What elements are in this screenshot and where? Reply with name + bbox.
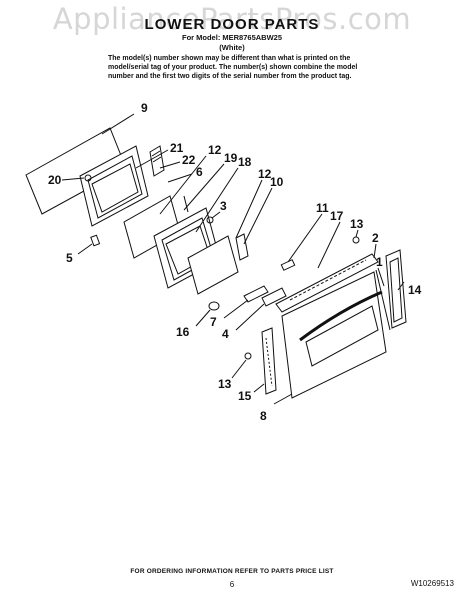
callout-label: 22 (182, 153, 196, 167)
document-part-number: W10269513 (410, 579, 454, 588)
screw-part (84, 174, 92, 182)
callout-label: 11 (316, 201, 329, 215)
screw-part (244, 352, 252, 360)
callout-label: 2 (372, 231, 379, 245)
callout-label: 17 (330, 209, 344, 223)
side-vent-part (389, 257, 403, 323)
callout-label: 14 (408, 283, 422, 297)
model-line: For Model: MER8765ABW25 (181, 33, 283, 42)
callout-label: 9 (141, 101, 148, 115)
callout-label: 15 (238, 389, 252, 403)
callout-label: 16 (176, 325, 190, 339)
page-title: LOWER DOOR PARTS (144, 16, 320, 33)
color-line: (White) (219, 43, 245, 52)
clip-part (90, 234, 101, 247)
door-strip-part (235, 233, 249, 261)
callout-label: 21 (170, 141, 184, 155)
callout-label: 20 (48, 173, 62, 187)
bracket-part (261, 287, 287, 307)
outer-door-panel-part (281, 271, 387, 399)
ordering-note: FOR ORDERING INFORMATION REFER TO PARTS … (130, 568, 334, 575)
screw-part (352, 236, 360, 244)
callout-label: 5 (66, 251, 73, 265)
vent-trim-part (275, 253, 379, 313)
hinge-part (149, 145, 165, 177)
screw-part (206, 216, 214, 224)
notice-line: The model(s) number shown may be differe… (108, 55, 351, 62)
callout-label: 3 (220, 199, 227, 213)
lower-vent-part (261, 327, 277, 395)
callout-label: 12 (258, 167, 272, 181)
callout-label: 1 (376, 255, 383, 269)
callout-label: 13 (218, 377, 232, 391)
callout-label: 19 (224, 151, 238, 165)
callout-label: 6 (196, 165, 203, 179)
door-handle-part (299, 290, 383, 342)
callout-label: 8 (260, 409, 267, 423)
magnet-part (208, 301, 220, 311)
page-number: 6 (229, 580, 235, 589)
callout-label: 18 (238, 155, 252, 169)
callout-label: 4 (222, 327, 229, 341)
callout-label: 7 (210, 315, 217, 329)
callout-label: 12 (208, 143, 222, 157)
model-notice: The model(s) number shown may be differe… (108, 54, 370, 81)
hinge-part (280, 259, 296, 271)
callout-label: 13 (350, 217, 364, 231)
glass-pane-part (187, 235, 239, 295)
bracket-part (243, 285, 269, 303)
spacer-part (183, 195, 189, 213)
notice-line: model/serial tag of your product. The nu… (108, 64, 358, 71)
callout-label: 10 (270, 175, 284, 189)
notice-line: number and the first two digits of the s… (108, 73, 352, 80)
